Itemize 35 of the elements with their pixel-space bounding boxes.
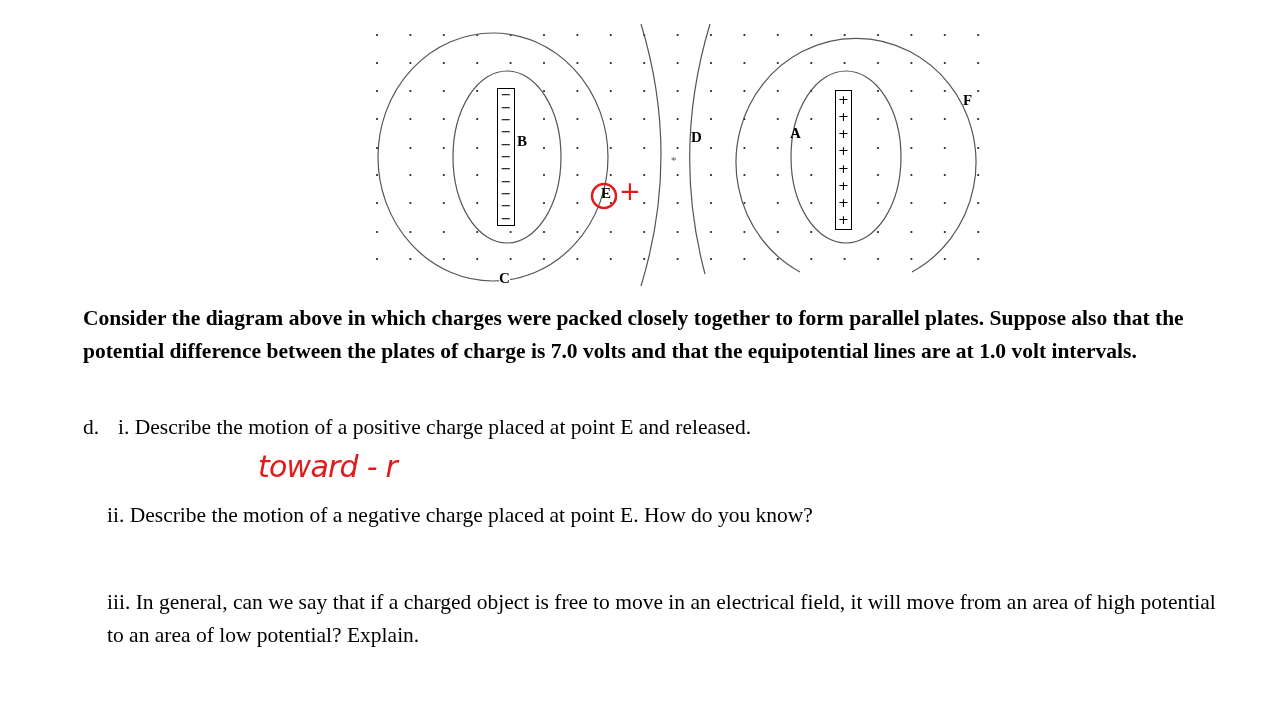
charge-sign: − [500,126,512,139]
item-marker: d. [83,414,100,441]
handwritten-answer: toward - r [258,452,398,482]
charge-sign: − [500,200,512,213]
point-label: D [691,130,702,145]
charge-sign: + [838,128,849,141]
point-label: B [517,134,527,149]
charged-plate [835,90,852,230]
charge-sign: − [500,188,512,201]
charge-sign: + [838,179,849,192]
star-mark: * [671,155,677,166]
charge-sign: + [838,110,849,123]
charged-plate [497,88,515,226]
charge-sign: − [500,138,512,151]
charge-sign: + [838,197,849,210]
charge-sign: − [500,212,512,225]
charge-sign: + [838,93,849,106]
charge-sign: + [838,162,849,175]
handwritten-plus: + [619,178,641,204]
question-text: i. Describe the motion of a positive charge placed at point E and released. [118,414,752,441]
charge-sign: − [500,175,512,188]
question-text: ii. Describe the motion of a negative charge placed at point E. How do you know? [107,502,813,529]
point-label: A [790,126,801,141]
question-paragraph: Consider the diagram above in which charges were packed closely together to form parallel plates. Suppose also that the potential difference between the plates of charge is 7.0 volts and that the equipotential lines are at 1.0 volt intervals. [83,305,1185,365]
charge-sign: − [500,150,512,163]
point-label: C [499,271,510,286]
charge-sign: + [838,214,849,227]
point-label: F [963,93,973,108]
question-paragraph: iii. In general, can we say that if a charged object is free to move in an electrical field, it will move from an area of high potential to an area of low potential? Explain. [107,589,1217,649]
charge-sign: − [500,163,512,176]
charge-sign: − [500,113,512,126]
charge-sign: − [500,89,512,102]
point-label: E [601,186,611,201]
charge-sign: − [500,101,512,114]
charge-sign: + [838,145,849,158]
